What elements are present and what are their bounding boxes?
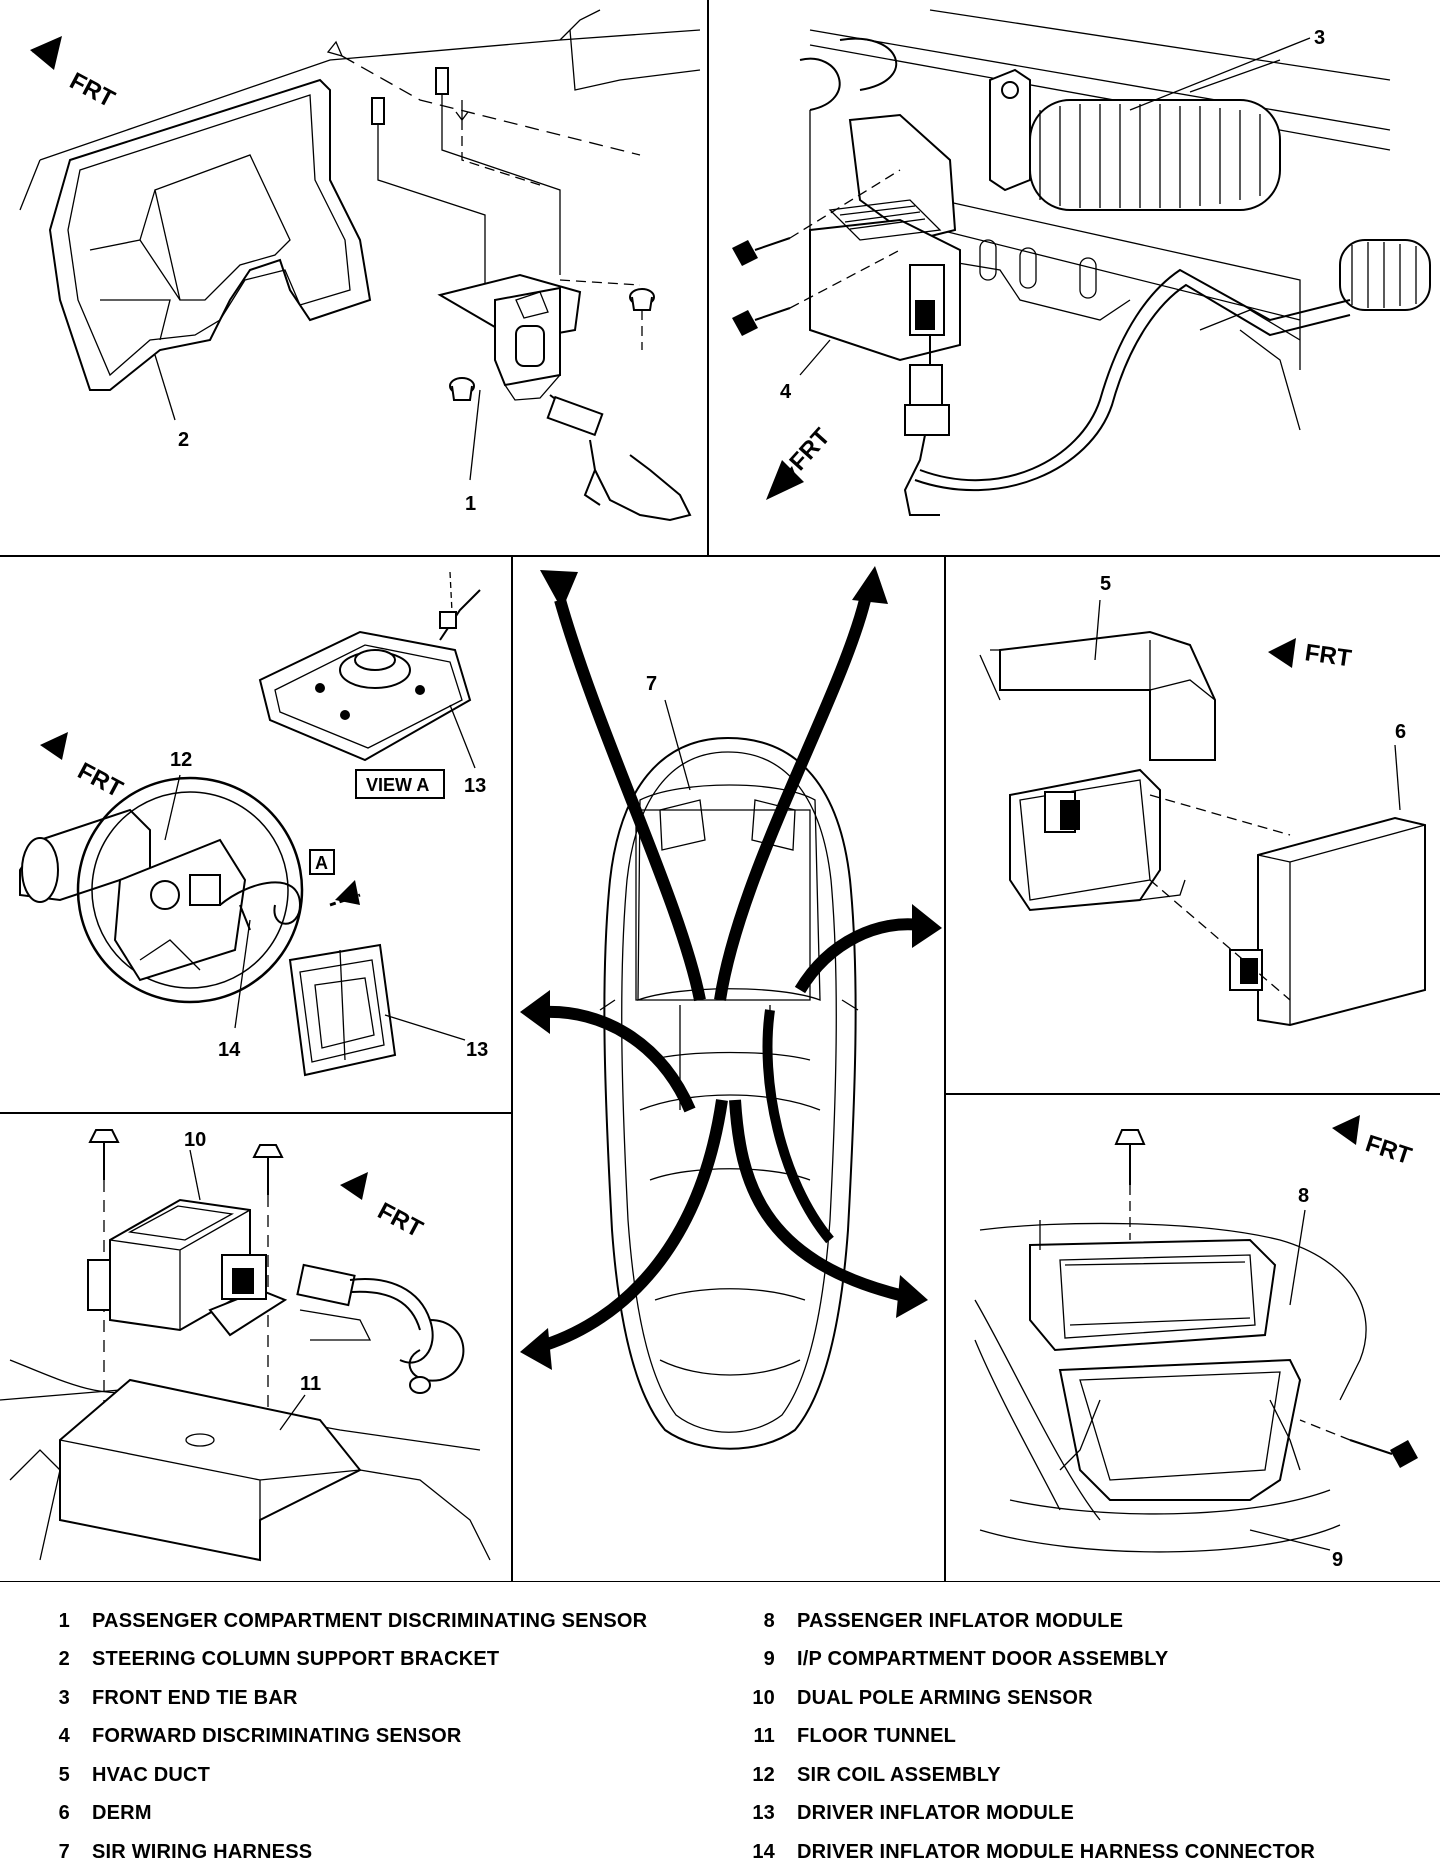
panel-grid — [0, 0, 1440, 1582]
legend-item-number: 11 — [753, 1725, 775, 1748]
legend-item-text: DUAL POLE ARMING SENSOR — [797, 1686, 1093, 1709]
hose-coil — [799, 37, 1431, 311]
svg-text:8: 8 — [1298, 1185, 1309, 1207]
legend-item-text: STEERING COLUMN SUPPORT BRACKET — [92, 1648, 500, 1671]
bolt-icon — [1114, 1129, 1418, 1468]
legend-item-text: PASSENGER COMPARTMENT DISCRIMINATING SEN… — [92, 1609, 648, 1632]
dual-pole-arming-sensor — [87, 1198, 288, 1337]
svg-text:FRT: FRT — [65, 67, 119, 113]
legend-item-number: 3 — [58, 1686, 70, 1709]
derm-module — [1229, 816, 1426, 1027]
legend-item: 12 SIR COIL ASSEMBLY — [745, 1756, 1425, 1795]
legend-item: 13 DRIVER INFLATOR MODULE — [745, 1795, 1425, 1834]
legend-item: 3 FRONT END TIE BAR — [40, 1679, 740, 1718]
svg-text:5: 5 — [1100, 573, 1111, 595]
svg-text:3: 3 — [1314, 27, 1325, 49]
legend-item-text: SIR WIRING HARNESS — [92, 1840, 313, 1863]
svg-text:FRT: FRT — [373, 1197, 427, 1243]
legend-item-text: DERM — [92, 1802, 152, 1825]
view-direction-arrow-icon — [329, 880, 361, 907]
legend-item: 6 DERM — [40, 1795, 740, 1834]
frt-arrow-icon: FRT — [766, 423, 836, 500]
svg-text:10: 10 — [184, 1129, 206, 1151]
svg-text:13: 13 — [466, 1039, 488, 1061]
svg-text:13: 13 — [464, 775, 486, 797]
legend-item-text: DRIVER INFLATOR MODULE — [797, 1802, 1074, 1825]
legend-item-number: 2 — [58, 1648, 70, 1671]
frt-arrow-icon: FRT — [1268, 638, 1353, 672]
svg-text:FRT: FRT — [73, 757, 127, 803]
panel-passenger-inflator: FRT 8 9 — [974, 1115, 1418, 1571]
frt-arrow-icon: FRT — [340, 1172, 427, 1243]
legend-item: 14 DRIVER INFLATOR MODULE HARNESS CONNEC… — [745, 1833, 1425, 1872]
legend-item: 7 SIR WIRING HARNESS — [40, 1833, 740, 1872]
legend-item: 10 DUAL POLE ARMING SENSOR — [745, 1679, 1425, 1718]
grommet-icon — [449, 288, 655, 401]
legend-item-number: 6 — [58, 1802, 70, 1825]
legend-column-left: 1 PASSENGER COMPARTMENT DISCRIMINATING S… — [40, 1602, 740, 1872]
legend-item: 11 FLOOR TUNNEL — [745, 1718, 1425, 1757]
svg-text:14: 14 — [218, 1039, 241, 1061]
svg-text:1: 1 — [465, 493, 476, 515]
legend-item-text: HVAC DUCT — [92, 1763, 211, 1786]
legend-item-number: 4 — [58, 1725, 70, 1748]
panel-steering-wheel: VIEW A 13 FRT A — [19, 571, 488, 1077]
svg-text:FRT: FRT — [1303, 639, 1353, 672]
forward-discriminating-sensor — [809, 113, 961, 362]
legend-item-number: 10 — [752, 1686, 775, 1709]
panel-forward-sensor: FRT 3 4 — [732, 9, 1431, 516]
inflator-module-view-a — [258, 571, 481, 762]
legend-column-right: 8 PASSENGER INFLATOR MODULE 9 I/P COMPAR… — [745, 1602, 1425, 1872]
driver-inflator-module — [288, 943, 397, 1077]
panel-vehicle-overview: 7 — [520, 566, 942, 1450]
bolt-icon — [732, 237, 791, 336]
panel-arming-sensor: FRT 10 11 — [0, 1129, 491, 1562]
svg-text:9: 9 — [1332, 1549, 1343, 1571]
frt-arrow-icon: FRT — [40, 732, 127, 803]
ip-compartment-door — [979, 1358, 1341, 1553]
svg-text:7: 7 — [646, 673, 657, 695]
legend-item-number: 8 — [763, 1609, 775, 1632]
svg-text:12: 12 — [170, 749, 192, 771]
legend: 1 PASSENGER COMPARTMENT DISCRIMINATING S… — [0, 1582, 1440, 1863]
legend-item: 4 FORWARD DISCRIMINATING SENSOR — [40, 1718, 740, 1757]
panel-derm: FRT 5 6 — [979, 573, 1426, 1027]
svg-text:11: 11 — [300, 1373, 321, 1395]
sir-component-locator-diagram: FRT — [0, 0, 1440, 1582]
passenger-compartment-sensor — [437, 273, 582, 401]
legend-item-number: 5 — [58, 1763, 70, 1786]
legend-item-text: FORWARD DISCRIMINATING SENSOR — [92, 1725, 462, 1748]
svg-text:4: 4 — [780, 381, 792, 403]
svg-text:2: 2 — [178, 429, 189, 451]
legend-item-number: 1 — [58, 1609, 70, 1632]
legend-item: 2 STEERING COLUMN SUPPORT BRACKET — [40, 1641, 740, 1680]
vehicle-outline — [599, 736, 859, 1450]
legend-item-number: 13 — [752, 1802, 775, 1825]
legend-item-text: I/P COMPARTMENT DOOR ASSEMBLY — [797, 1648, 1169, 1671]
legend-item-text: FRONT END TIE BAR — [92, 1686, 298, 1709]
frt-arrow-icon: FRT — [30, 36, 119, 113]
legend-item-number: 14 — [752, 1840, 775, 1863]
svg-text:6: 6 — [1395, 721, 1406, 743]
legend-item-text: SIR COIL ASSEMBLY — [797, 1763, 1001, 1786]
legend-item: 5 HVAC DUCT — [40, 1756, 740, 1795]
location-arrows — [520, 566, 942, 1370]
frt-arrow-icon: FRT — [1332, 1115, 1415, 1170]
legend-item-text: FLOOR TUNNEL — [797, 1725, 957, 1748]
legend-item-text: PASSENGER INFLATOR MODULE — [797, 1609, 1124, 1632]
svg-text:A: A — [315, 853, 328, 873]
legend-item-text: DRIVER INFLATOR MODULE HARNESS CONNECTOR — [797, 1840, 1316, 1863]
legend-item-number: 12 — [752, 1763, 775, 1786]
legend-item-number: 9 — [763, 1648, 775, 1671]
passenger-inflator-module — [1029, 1238, 1277, 1352]
legend-item-number: 7 — [58, 1840, 70, 1863]
legend-item: 1 PASSENGER COMPARTMENT DISCRIMINATING S… — [40, 1602, 740, 1641]
bolt-icon — [88, 1129, 284, 1195]
svg-text:VIEW A: VIEW A — [366, 775, 429, 795]
legend-item: 8 PASSENGER INFLATOR MODULE — [745, 1602, 1425, 1641]
svg-text:FRT: FRT — [1362, 1130, 1415, 1170]
legend-item: 9 I/P COMPARTMENT DOOR ASSEMBLY — [745, 1641, 1425, 1680]
panel-passenger-sensor: FRT — [19, 9, 701, 522]
